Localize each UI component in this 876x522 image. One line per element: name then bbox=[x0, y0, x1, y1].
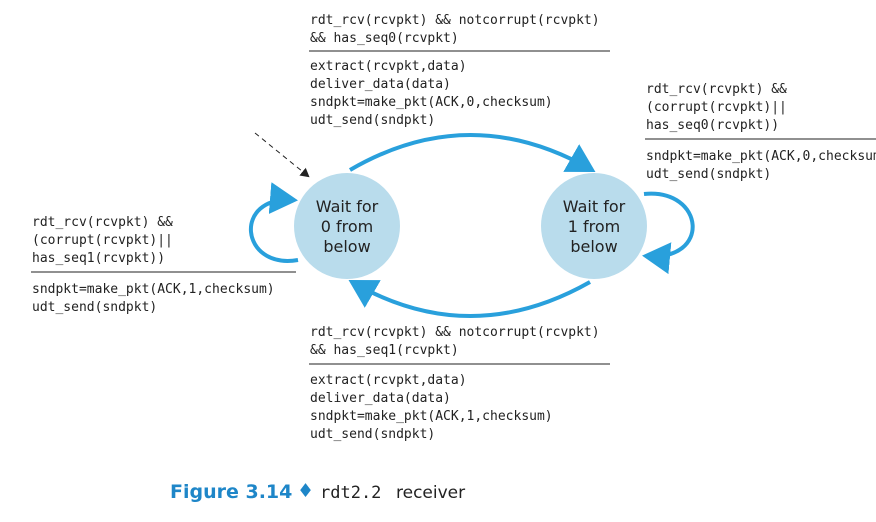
left-action-line-1: sndpkt=make_pkt(ACK,1,checksum) bbox=[32, 282, 275, 297]
transition-bottom-label: rdt_rcv(rcvpkt) && notcorrupt(rcvpkt) &&… bbox=[309, 325, 610, 442]
right-event-line-3: has_seq0(rcvpkt)) bbox=[646, 118, 779, 133]
right-action-line-1: sndpkt=make_pkt(ACK,0,checksum) bbox=[646, 149, 876, 164]
caption-code: rdt2.2 bbox=[320, 483, 381, 503]
bottom-action-line-1: extract(rcvpkt,data) bbox=[310, 373, 467, 388]
right-event-line-1: rdt_rcv(rcvpkt) && bbox=[646, 82, 787, 97]
bottom-action-line-2: deliver_data(data) bbox=[310, 391, 451, 406]
caption-diamond-icon: ♦ bbox=[297, 480, 314, 502]
state-wait0: Wait for 0 from below bbox=[294, 173, 400, 279]
bottom-action-line-3: sndpkt=make_pkt(ACK,1,checksum) bbox=[310, 409, 553, 424]
state-wait1-line-3: below bbox=[570, 237, 617, 256]
top-action-line-4: udt_send(sndpkt) bbox=[310, 113, 435, 128]
top-action-line-1: extract(rcvpkt,data) bbox=[310, 59, 467, 74]
figure-caption: Figure 3.14 ♦ rdt2.2 receiver bbox=[170, 480, 465, 503]
state-wait0-circle bbox=[294, 173, 400, 279]
transition-right-label: rdt_rcv(rcvpkt) && (corrupt(rcvpkt)|| ha… bbox=[645, 82, 876, 182]
state-wait0-line-1: Wait for bbox=[316, 197, 379, 216]
caption-figure-number: Figure 3.14 bbox=[170, 481, 292, 503]
state-wait1-line-1: Wait for bbox=[563, 197, 626, 216]
transition-top-label: rdt_rcv(rcvpkt) && notcorrupt(rcvpkt) &&… bbox=[309, 13, 610, 128]
bottom-event-line-2: && has_seq1(rcvpkt) bbox=[310, 343, 459, 358]
arrow-wait0-self-loop bbox=[248, 182, 299, 263]
transition-left-label: rdt_rcv(rcvpkt) && (corrupt(rcvpkt)|| ha… bbox=[31, 215, 296, 315]
left-event-line-1: rdt_rcv(rcvpkt) && bbox=[32, 215, 173, 230]
bottom-action-line-4: udt_send(sndpkt) bbox=[310, 427, 435, 442]
top-action-line-3: sndpkt=make_pkt(ACK,0,checksum) bbox=[310, 95, 553, 110]
left-event-line-2: (corrupt(rcvpkt)|| bbox=[32, 233, 173, 248]
initial-state-arrow bbox=[254, 132, 310, 178]
state-wait0-line-3: below bbox=[323, 237, 370, 256]
left-event-line-3: has_seq1(rcvpkt)) bbox=[32, 251, 165, 266]
caption-word: receiver bbox=[396, 483, 465, 503]
right-action-line-2: udt_send(sndpkt) bbox=[646, 167, 771, 182]
arrow-wait0-to-wait1 bbox=[348, 133, 596, 172]
state-wait1: Wait for 1 from below bbox=[541, 173, 647, 279]
top-action-line-2: deliver_data(data) bbox=[310, 77, 451, 92]
bottom-event-line-1: rdt_rcv(rcvpkt) && notcorrupt(rcvpkt) bbox=[310, 325, 600, 340]
top-event-line-2: && has_seq0(rcvpkt) bbox=[310, 31, 459, 46]
state-wait1-line-2: 1 from bbox=[568, 217, 621, 236]
state-wait1-circle bbox=[541, 173, 647, 279]
arrow-wait1-self-loop bbox=[642, 191, 695, 275]
top-event-line-1: rdt_rcv(rcvpkt) && notcorrupt(rcvpkt) bbox=[310, 13, 600, 28]
arrow-wait1-to-wait0 bbox=[348, 280, 591, 318]
left-action-line-2: udt_send(sndpkt) bbox=[32, 300, 157, 315]
right-event-line-2: (corrupt(rcvpkt)|| bbox=[646, 100, 787, 115]
state-wait0-line-2: 0 from bbox=[321, 217, 374, 236]
